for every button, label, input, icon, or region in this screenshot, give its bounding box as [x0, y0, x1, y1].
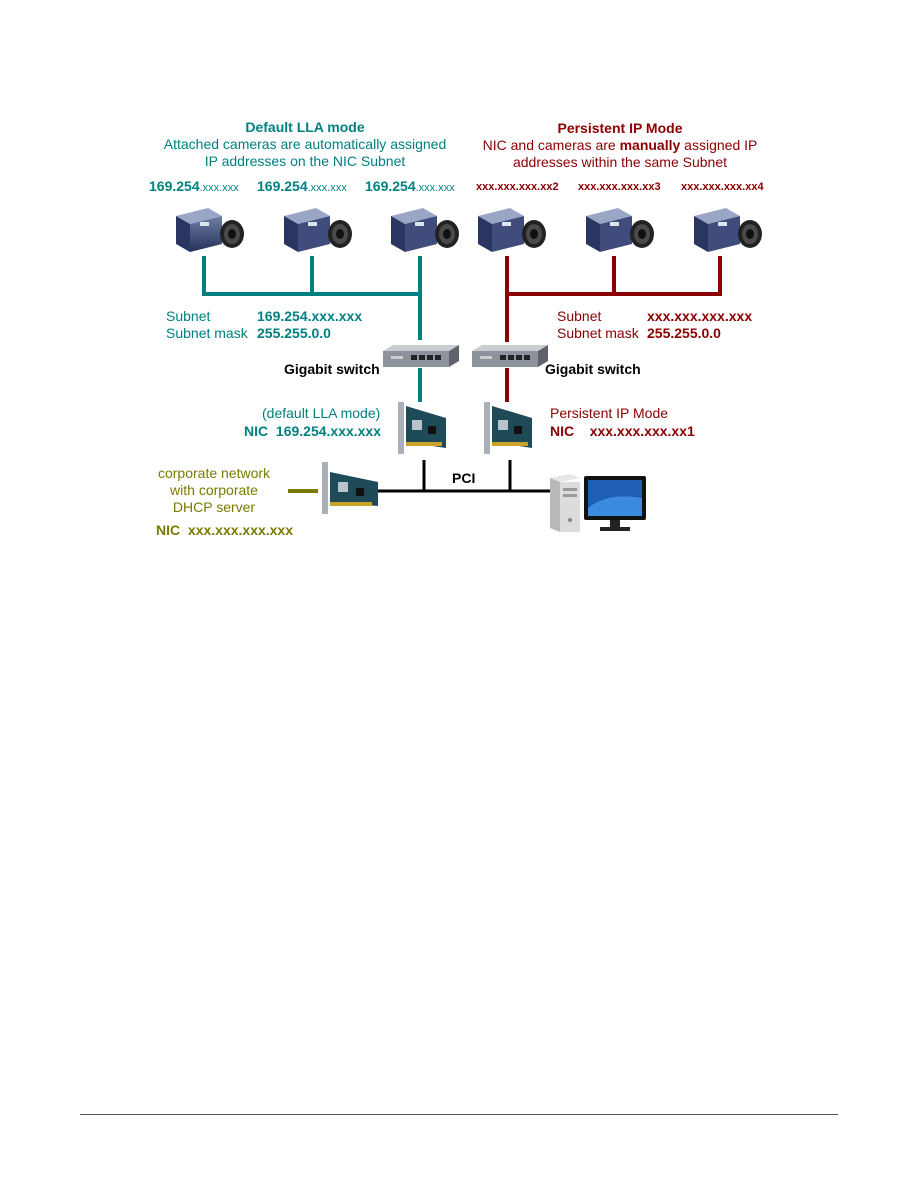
- lla-description-line2: IP addresses on the NIC Subnet: [204, 153, 406, 169]
- camera-icon: [688, 202, 770, 258]
- pci-label: PCI: [452, 470, 476, 486]
- lla-subnet-value: 169.254.xxx.xxx: [257, 308, 363, 324]
- pci-bus-lines: [378, 460, 552, 493]
- lla-title: Default LLA mode: [245, 119, 365, 135]
- footer-rule: [80, 1114, 838, 1115]
- persistent-camera-ip-1: xxx.xxx.xxx.xx2: [476, 181, 559, 193]
- persistent-description-line1: NIC and cameras are manually assigned IP: [482, 137, 758, 153]
- lla-switch-label: Gigabit switch: [284, 361, 380, 377]
- camera-icon: [170, 202, 252, 258]
- persistent-switch-label: Gigabit switch: [545, 361, 641, 377]
- nic-card-icon: [484, 402, 532, 460]
- camera-icon: [278, 202, 360, 258]
- persistent-description-line2: addresses within the same Subnet: [512, 154, 727, 170]
- lla-mask-label: Subnet mask: [166, 325, 248, 341]
- corporate-line2: with corporate: [170, 482, 258, 498]
- camera-icon: [472, 202, 554, 258]
- camera-icon: [580, 202, 662, 258]
- persistent-nic: NIC xxx.xxx.xxx.xx1: [550, 423, 695, 439]
- nic-card-icon: [322, 462, 378, 520]
- persistent-network-lines: [505, 256, 722, 402]
- lla-network-lines: [202, 256, 422, 402]
- computer-icon: [548, 472, 650, 534]
- lla-description-line1: Attached cameras are automatically assig…: [163, 136, 447, 152]
- corporate-line1: corporate network: [157, 465, 271, 481]
- lla-camera-ip-1: 169.254.xxx.xxx: [149, 178, 239, 194]
- persistent-title: Persistent IP Mode: [557, 120, 683, 136]
- persistent-subnet-label: Subnet: [557, 308, 602, 324]
- lla-nic-mode: (default LLA mode): [262, 405, 381, 421]
- corporate-nic: NIC xxx.xxx.xxx.xxx: [156, 522, 294, 538]
- persistent-camera-ip-3: xxx.xxx.xxx.xx4: [681, 181, 764, 193]
- gigabit-switch-icon: [472, 343, 548, 369]
- lla-camera-ip-2: 169.254.xxx.xxx: [257, 178, 347, 194]
- persistent-nic-mode: Persistent IP Mode: [550, 405, 669, 421]
- lla-camera-ip-3: 169.254.xxx.xxx: [365, 178, 455, 194]
- gigabit-switch-icon: [383, 343, 459, 369]
- lla-mask-value: 255.255.0.0: [257, 325, 331, 341]
- persistent-mask-value: 255.255.0.0: [647, 325, 721, 341]
- persistent-camera-ip-2: xxx.xxx.xxx.xx3: [578, 181, 661, 193]
- lla-nic: NIC 169.254.xxx.xxx: [244, 423, 382, 439]
- camera-icon: [385, 202, 467, 258]
- corporate-line3: DHCP server: [172, 499, 256, 515]
- lla-subnet-label: Subnet: [166, 308, 211, 324]
- persistent-subnet-value: xxx.xxx.xxx.xxx: [647, 308, 753, 324]
- persistent-mask-label: Subnet mask: [557, 325, 639, 341]
- nic-card-icon: [398, 402, 446, 460]
